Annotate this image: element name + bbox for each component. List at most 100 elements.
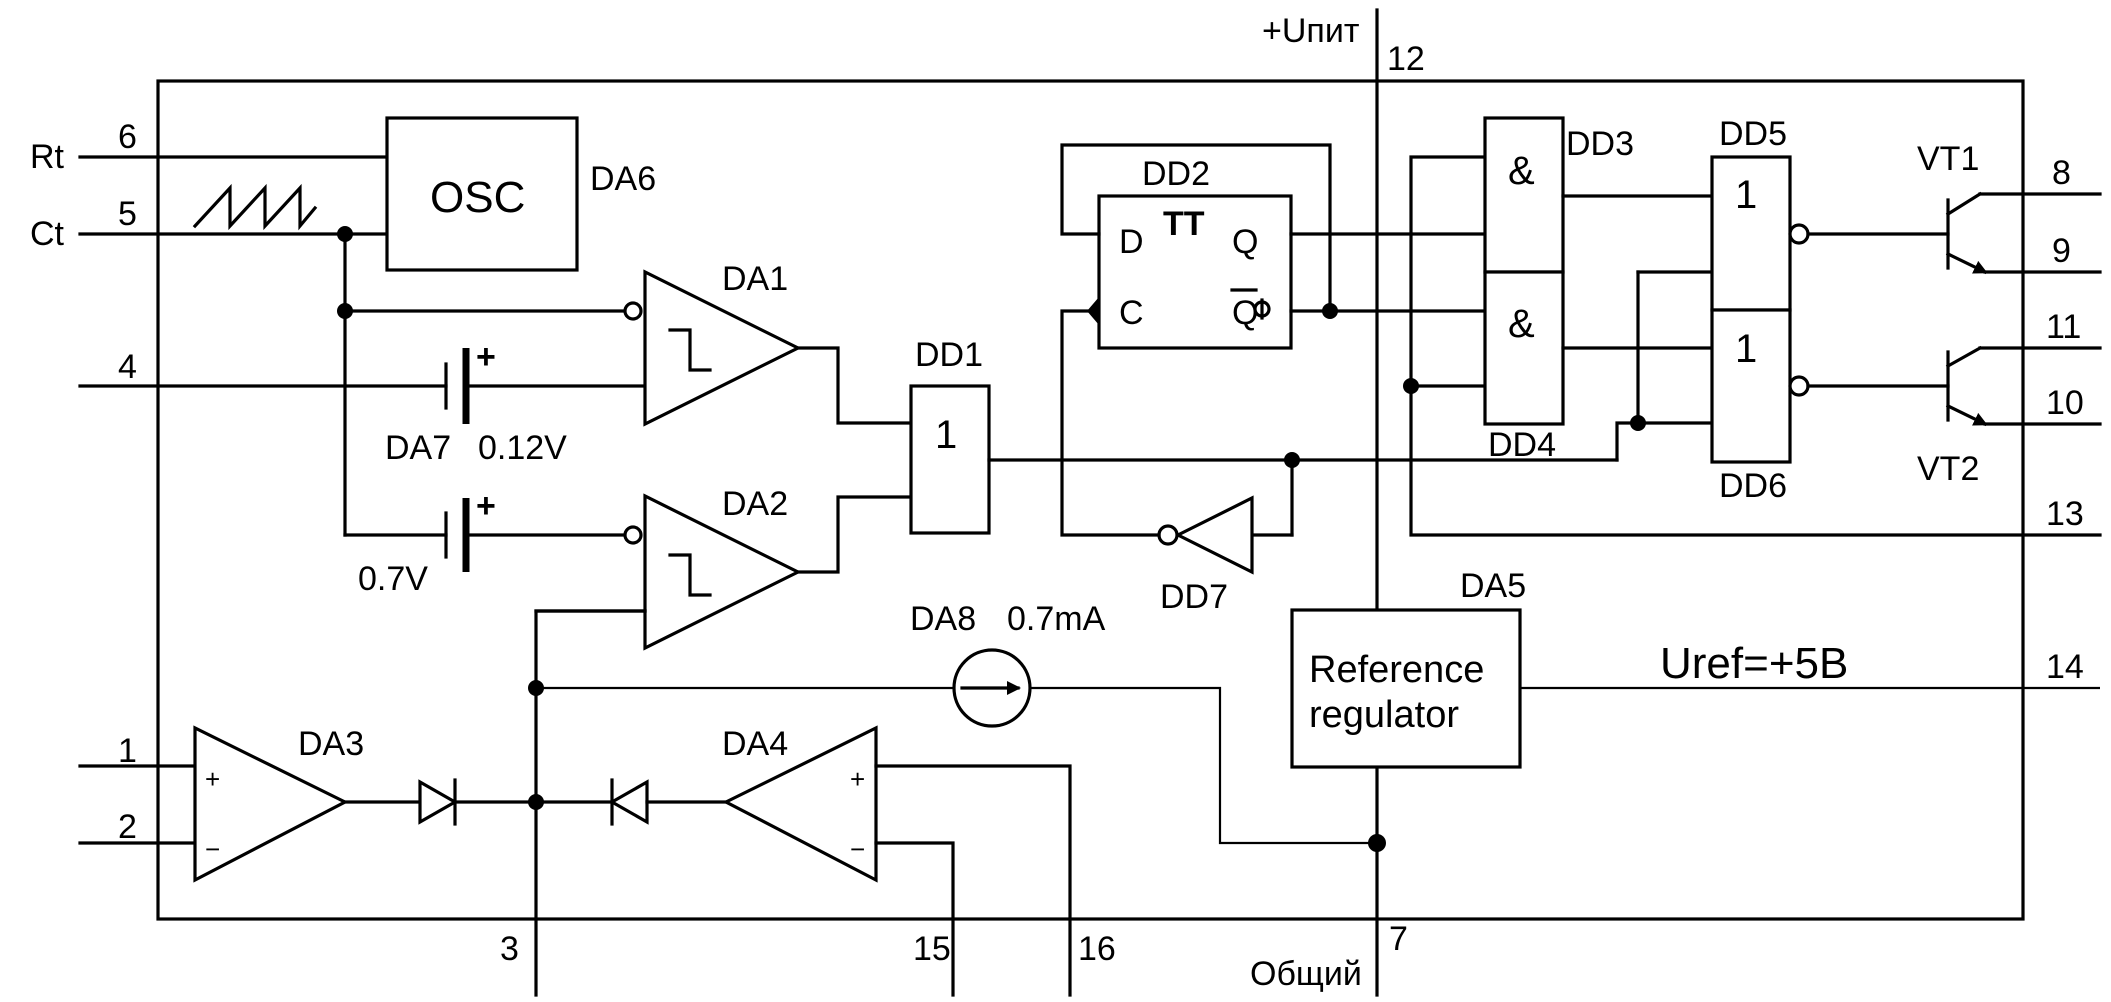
da4-label: DA4 (722, 725, 788, 763)
dd1-symbol: 1 (935, 413, 957, 457)
diode-1-icon (418, 779, 459, 825)
dd2-flipflop (1097, 194, 1293, 350)
vt1-emitter (1945, 251, 1988, 275)
vt1-collector (1945, 191, 1983, 217)
pin-2-label: 2 (118, 808, 137, 846)
da8-label: DA8 (910, 600, 976, 638)
dd2-q-pin: Q (1232, 223, 1258, 261)
pin-14-label: 14 (2046, 648, 2084, 686)
dd5-label: DD5 (1719, 115, 1787, 153)
dd3-gate (1483, 116, 1565, 274)
da5-label: DA5 (1460, 567, 1526, 605)
da5-text-1: Reference (1309, 649, 1484, 691)
osc-label: OSC (430, 173, 525, 222)
dd4-symbol: & (1508, 302, 1535, 346)
chip-outline (156, 79, 2025, 921)
da4-in-minus (874, 841, 955, 997)
pin-7-label: 7 (1389, 920, 1408, 958)
da2-hysteresis-icon (668, 553, 712, 597)
pin-13-label: 13 (2046, 495, 2084, 533)
dd3-label: DD3 (1566, 125, 1634, 163)
osc-block (385, 116, 579, 272)
gnd-label: Общий (1250, 955, 1362, 993)
vt2-label: VT2 (1917, 450, 1979, 488)
da1-label: DA1 (722, 260, 788, 298)
dd5-gate (1710, 155, 1792, 312)
pin-15-label: 15 (913, 930, 951, 968)
dd7-to-clock (1060, 309, 1161, 537)
uref-label: Uref=+5В (1660, 639, 1848, 688)
ct-label: Ct (30, 215, 65, 253)
pin-10-label: 10 (2046, 384, 2084, 422)
dd6-symbol: 1 (1735, 327, 1757, 371)
vcc-label: +Uпит (1262, 12, 1359, 50)
da3-minus: − (205, 834, 220, 864)
da2-inv-bubble (623, 525, 643, 545)
pin-12-label: 12 (1387, 40, 1425, 78)
pin-5-label: 5 (118, 195, 137, 233)
vt2-emitter (1945, 403, 1988, 427)
da2-label: DA2 (722, 485, 788, 523)
dd6-bubble (1788, 375, 1810, 397)
dd2-d-pin: D (1119, 223, 1144, 261)
da1-inv-bubble (623, 301, 643, 321)
pin-11-label: 11 (2046, 308, 2081, 346)
batt2-plus: + (476, 487, 496, 525)
dd1-to-dd5-6 (1615, 421, 1714, 462)
vt2-collector (1945, 345, 1983, 369)
dd5-bubble (1788, 223, 1810, 245)
pin-6-label: 6 (118, 118, 137, 156)
da3-plus: + (205, 764, 220, 794)
pin-16-label: 16 (1078, 930, 1116, 968)
da1-comparator (643, 269, 802, 427)
da4-in-plus (874, 764, 1072, 997)
da7-value: 0.12V (478, 429, 567, 467)
dd5-symbol: 1 (1735, 173, 1757, 217)
vref2-label: 0.7V (358, 560, 428, 598)
dd7-bubble (1157, 524, 1179, 546)
da4-plus: + (850, 764, 865, 794)
da4-minus: − (850, 834, 865, 864)
da1-hysteresis-icon (668, 328, 712, 372)
da3-label: DA3 (298, 725, 364, 763)
da7-plus: + (476, 338, 496, 376)
dd2-c-pin: C (1119, 294, 1144, 332)
dd4-gate (1483, 270, 1565, 426)
dd1-label: DD1 (915, 336, 983, 374)
dd1-gate (909, 384, 991, 535)
dd2-type: TT (1163, 205, 1205, 243)
dd2-qbar-pin: Q (1232, 294, 1258, 332)
da7-label: DA7 (385, 429, 451, 467)
pin13-line (1409, 155, 2102, 537)
da2-in-from-fb (534, 609, 647, 997)
da8-value: 0.7mA (1007, 600, 1106, 638)
da8-to-gnd (1030, 686, 1377, 845)
dd2-label: DD2 (1142, 155, 1210, 193)
dd3-symbol: & (1508, 149, 1535, 193)
pin-9-label: 9 (2052, 232, 2071, 270)
gnd-node (1368, 834, 1386, 852)
dd6-label: DD6 (1719, 467, 1787, 505)
vt1-label: VT1 (1917, 140, 1979, 178)
da1-to-dd1 (796, 346, 913, 425)
da6-label: DA6 (590, 160, 656, 198)
pin-4-label: 4 (118, 348, 137, 386)
da2-to-dd1 (796, 495, 913, 574)
rt-label: Rt (30, 138, 65, 176)
da2-comparator (643, 493, 802, 651)
da3-error-amp (193, 725, 349, 883)
diode-2-icon (608, 779, 649, 825)
da5-reference-regulator (1290, 608, 1522, 769)
dd1-out-node (1630, 415, 1646, 431)
dd7-inverter (1174, 495, 1254, 575)
da4-error-amp (722, 725, 878, 883)
dd2-clock-edge-icon (1087, 297, 1099, 325)
pin-1-label: 1 (118, 732, 137, 770)
pin-3-label: 3 (500, 930, 519, 968)
dd6-gate (1710, 308, 1792, 464)
pin-8-label: 8 (2052, 154, 2071, 192)
dd7-label: DD7 (1160, 578, 1228, 616)
da5-text-2: regulator (1309, 694, 1459, 736)
sawtooth-icon (192, 183, 318, 231)
